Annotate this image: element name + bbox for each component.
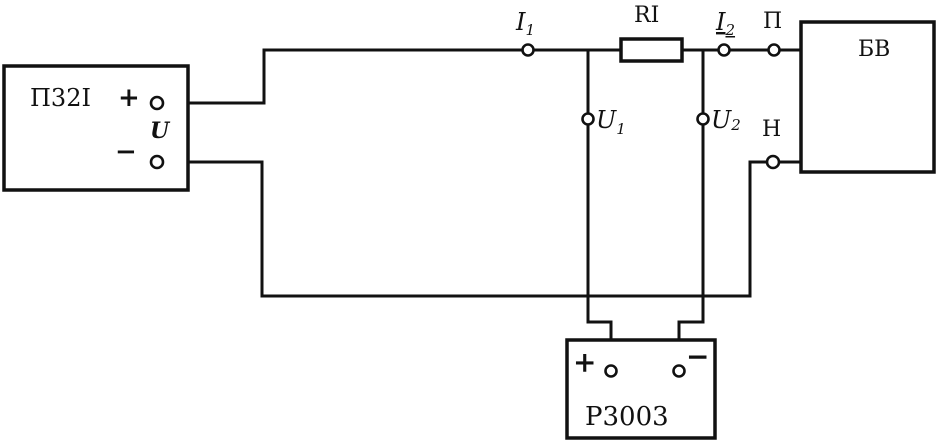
- source-voltage-label: U: [150, 118, 171, 144]
- resistor: RI: [619, 3, 684, 63]
- wire-u2-down: [677, 122, 705, 368]
- terminal-i1: [521, 43, 535, 57]
- meter-minus-label: −: [686, 340, 709, 373]
- terminal-u2: [696, 112, 710, 126]
- label-u2: U2: [711, 106, 741, 134]
- wire-top-left: [161, 48, 525, 105]
- terminal-n: [765, 154, 781, 170]
- block-box: БВ: [799, 20, 936, 174]
- wire-u1-down: [586, 122, 613, 368]
- meter-label: Р3003: [585, 402, 669, 432]
- wires: [161, 48, 803, 368]
- terminal-source-minus: [149, 154, 165, 170]
- source-minus-label: −: [115, 137, 137, 167]
- meter-plus-label: +: [573, 346, 596, 379]
- terminal-meter-minus: [672, 364, 686, 378]
- meter-box: + − Р3003: [565, 338, 717, 440]
- label-i2: I2: [715, 8, 735, 39]
- terminal-meter-plus: [604, 364, 618, 378]
- source-box: П32I + U −: [2, 64, 190, 192]
- wire-bottom-return: [161, 160, 769, 298]
- block-label: БВ: [858, 37, 890, 62]
- terminal-source-plus: [149, 95, 165, 111]
- terminal-i2: [717, 43, 731, 57]
- label-i1: I1: [515, 8, 535, 39]
- label-terminal-p: П: [763, 9, 782, 34]
- resistor-label: RI: [634, 3, 659, 28]
- terminals: [149, 43, 781, 378]
- label-terminal-n: Н: [762, 117, 781, 142]
- terminal-p: [767, 43, 781, 57]
- source-label: П32I: [30, 84, 91, 112]
- terminal-u1: [581, 112, 595, 126]
- label-u1: U1: [596, 106, 626, 138]
- source-plus-label: +: [118, 83, 140, 113]
- node-labels: I1 I2 П Н U1 U2: [515, 8, 782, 142]
